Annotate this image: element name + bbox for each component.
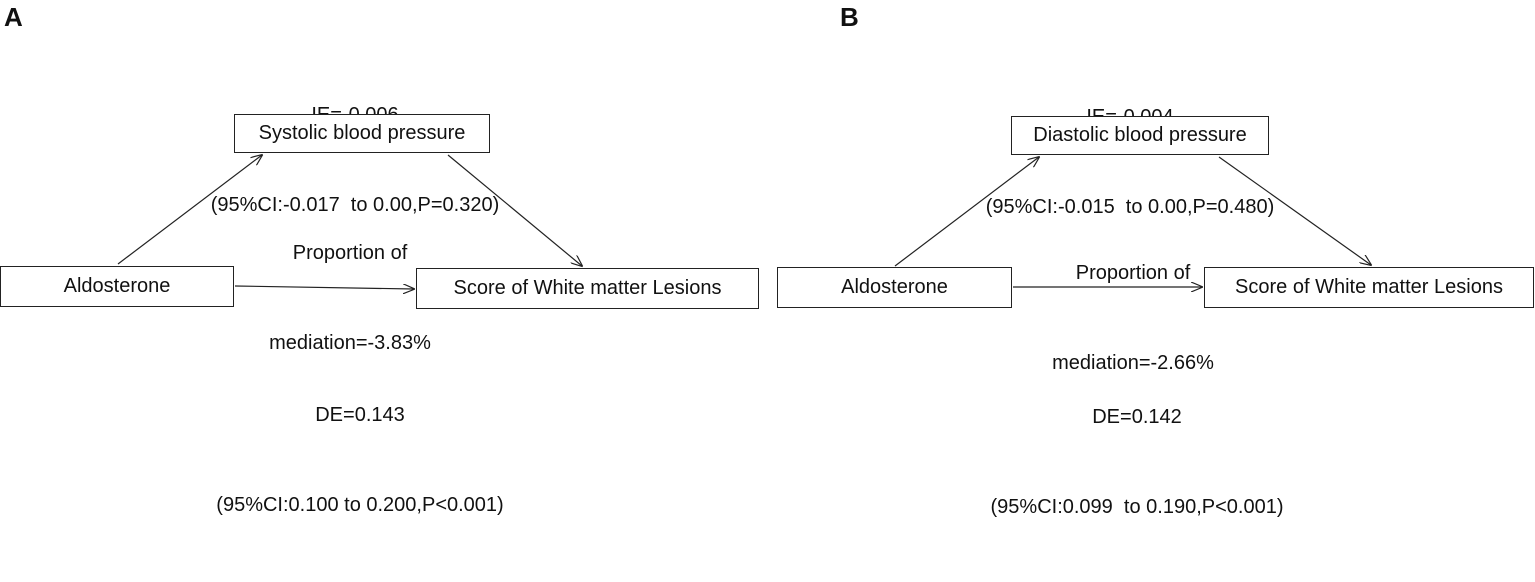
mediation-proportion-label: Proportion of mediation=-2.66% — [1033, 198, 1233, 438]
direct-effect-value: DE=0.142 — [1092, 406, 1182, 428]
direct-effect-ci: (95%CI:0.100 to 0.200,P<0.001) — [216, 494, 504, 516]
exposure-box: Aldosterone — [0, 266, 234, 307]
arrows — [894, 0, 1535, 400]
mediation-proportion-heading: Proportion of — [292, 242, 408, 264]
mediation-proportion-heading: Proportion of — [1075, 262, 1191, 284]
direct-effect-ci: (95%CI:0.099 to 0.190,P<0.001) — [990, 496, 1284, 518]
exposure-box: Aldosterone — [777, 267, 1012, 308]
mediation-proportion-value: mediation=-2.66% — [1052, 352, 1214, 374]
direct-effect-value: DE=0.143 — [315, 404, 405, 426]
indirect-effect-ci: (95%CI:-0.015 to 0.00,P=0.480) — [985, 196, 1275, 218]
mediation-proportion-value: mediation=-3.83% — [269, 332, 431, 354]
outcome-box: Score of White matter Lesions — [416, 268, 759, 309]
mediator-box: Systolic blood pressure — [234, 114, 490, 153]
indirect-effect-ci: (95%CI:-0.017 to 0.00,P=0.320) — [210, 194, 500, 216]
mediator-box: Diastolic blood pressure — [1011, 116, 1269, 155]
mediation-proportion-label: Proportion of mediation=-3.83% — [250, 178, 450, 418]
arrow-mediator-to-outcome — [1218, 156, 1371, 265]
arrow-exposure-to-outcome — [234, 286, 414, 289]
arrows — [117, 0, 768, 400]
panel-b: B IE=-0.004 (95%CI:-0.015 to 0.00,P=0.48… — [767, 0, 1535, 518]
arrow-exposure-to-mediator — [117, 155, 262, 265]
arrow-exposure-to-mediator — [894, 157, 1039, 267]
panel-label: B — [840, 2, 859, 32]
panel-label: A — [4, 2, 23, 32]
panel-a: A IE=-0.006 (95%CI:-0.017 to 0.00,P=0.32… — [0, 0, 768, 516]
outcome-box: Score of White matter Lesions — [1204, 267, 1534, 308]
arrow-mediator-to-outcome — [447, 154, 582, 266]
